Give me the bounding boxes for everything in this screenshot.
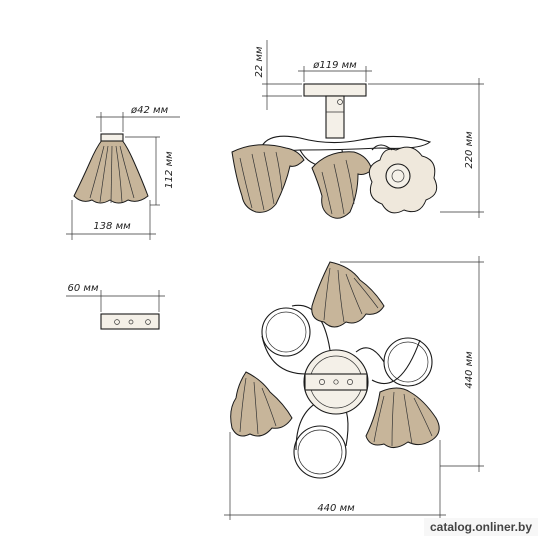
mounting-bracket <box>100 313 160 330</box>
plan-depth-dimension: 440 мм <box>340 256 484 472</box>
watermark-label: catalog.onliner.by <box>423 518 538 536</box>
shade-width-dimension: 138 мм <box>66 200 156 240</box>
dim-canopy-diameter: ø119 мм <box>312 60 357 71</box>
canopy-diameter-dimension: ø119 мм <box>298 60 372 82</box>
dim-shade-top-diameter: ø42 мм <box>130 105 169 116</box>
plan-view <box>230 261 440 479</box>
front-elevation <box>231 83 438 219</box>
dim-plan-width: 440 мм <box>317 503 355 514</box>
dim-canopy-height: 22 мм <box>254 46 265 77</box>
dim-shade-bottom-width: 138 мм <box>93 221 131 232</box>
shade-top-dimension: ø42 мм <box>96 105 180 132</box>
shade-height-dimension: 112 мм <box>125 136 175 206</box>
dim-total-height: 220 мм <box>464 131 475 169</box>
shade-detail <box>73 133 149 204</box>
bracket-width-dimension: 60 мм <box>66 283 165 312</box>
total-height-dimension: 220 мм <box>368 78 484 218</box>
dim-bracket-width: 60 мм <box>68 283 99 294</box>
plan-width-dimension: 440 мм <box>224 432 446 520</box>
dim-plan-depth: 440 мм <box>464 351 475 389</box>
dim-shade-height: 112 мм <box>164 151 175 189</box>
canopy-height-dimension: 22 мм <box>254 40 302 110</box>
